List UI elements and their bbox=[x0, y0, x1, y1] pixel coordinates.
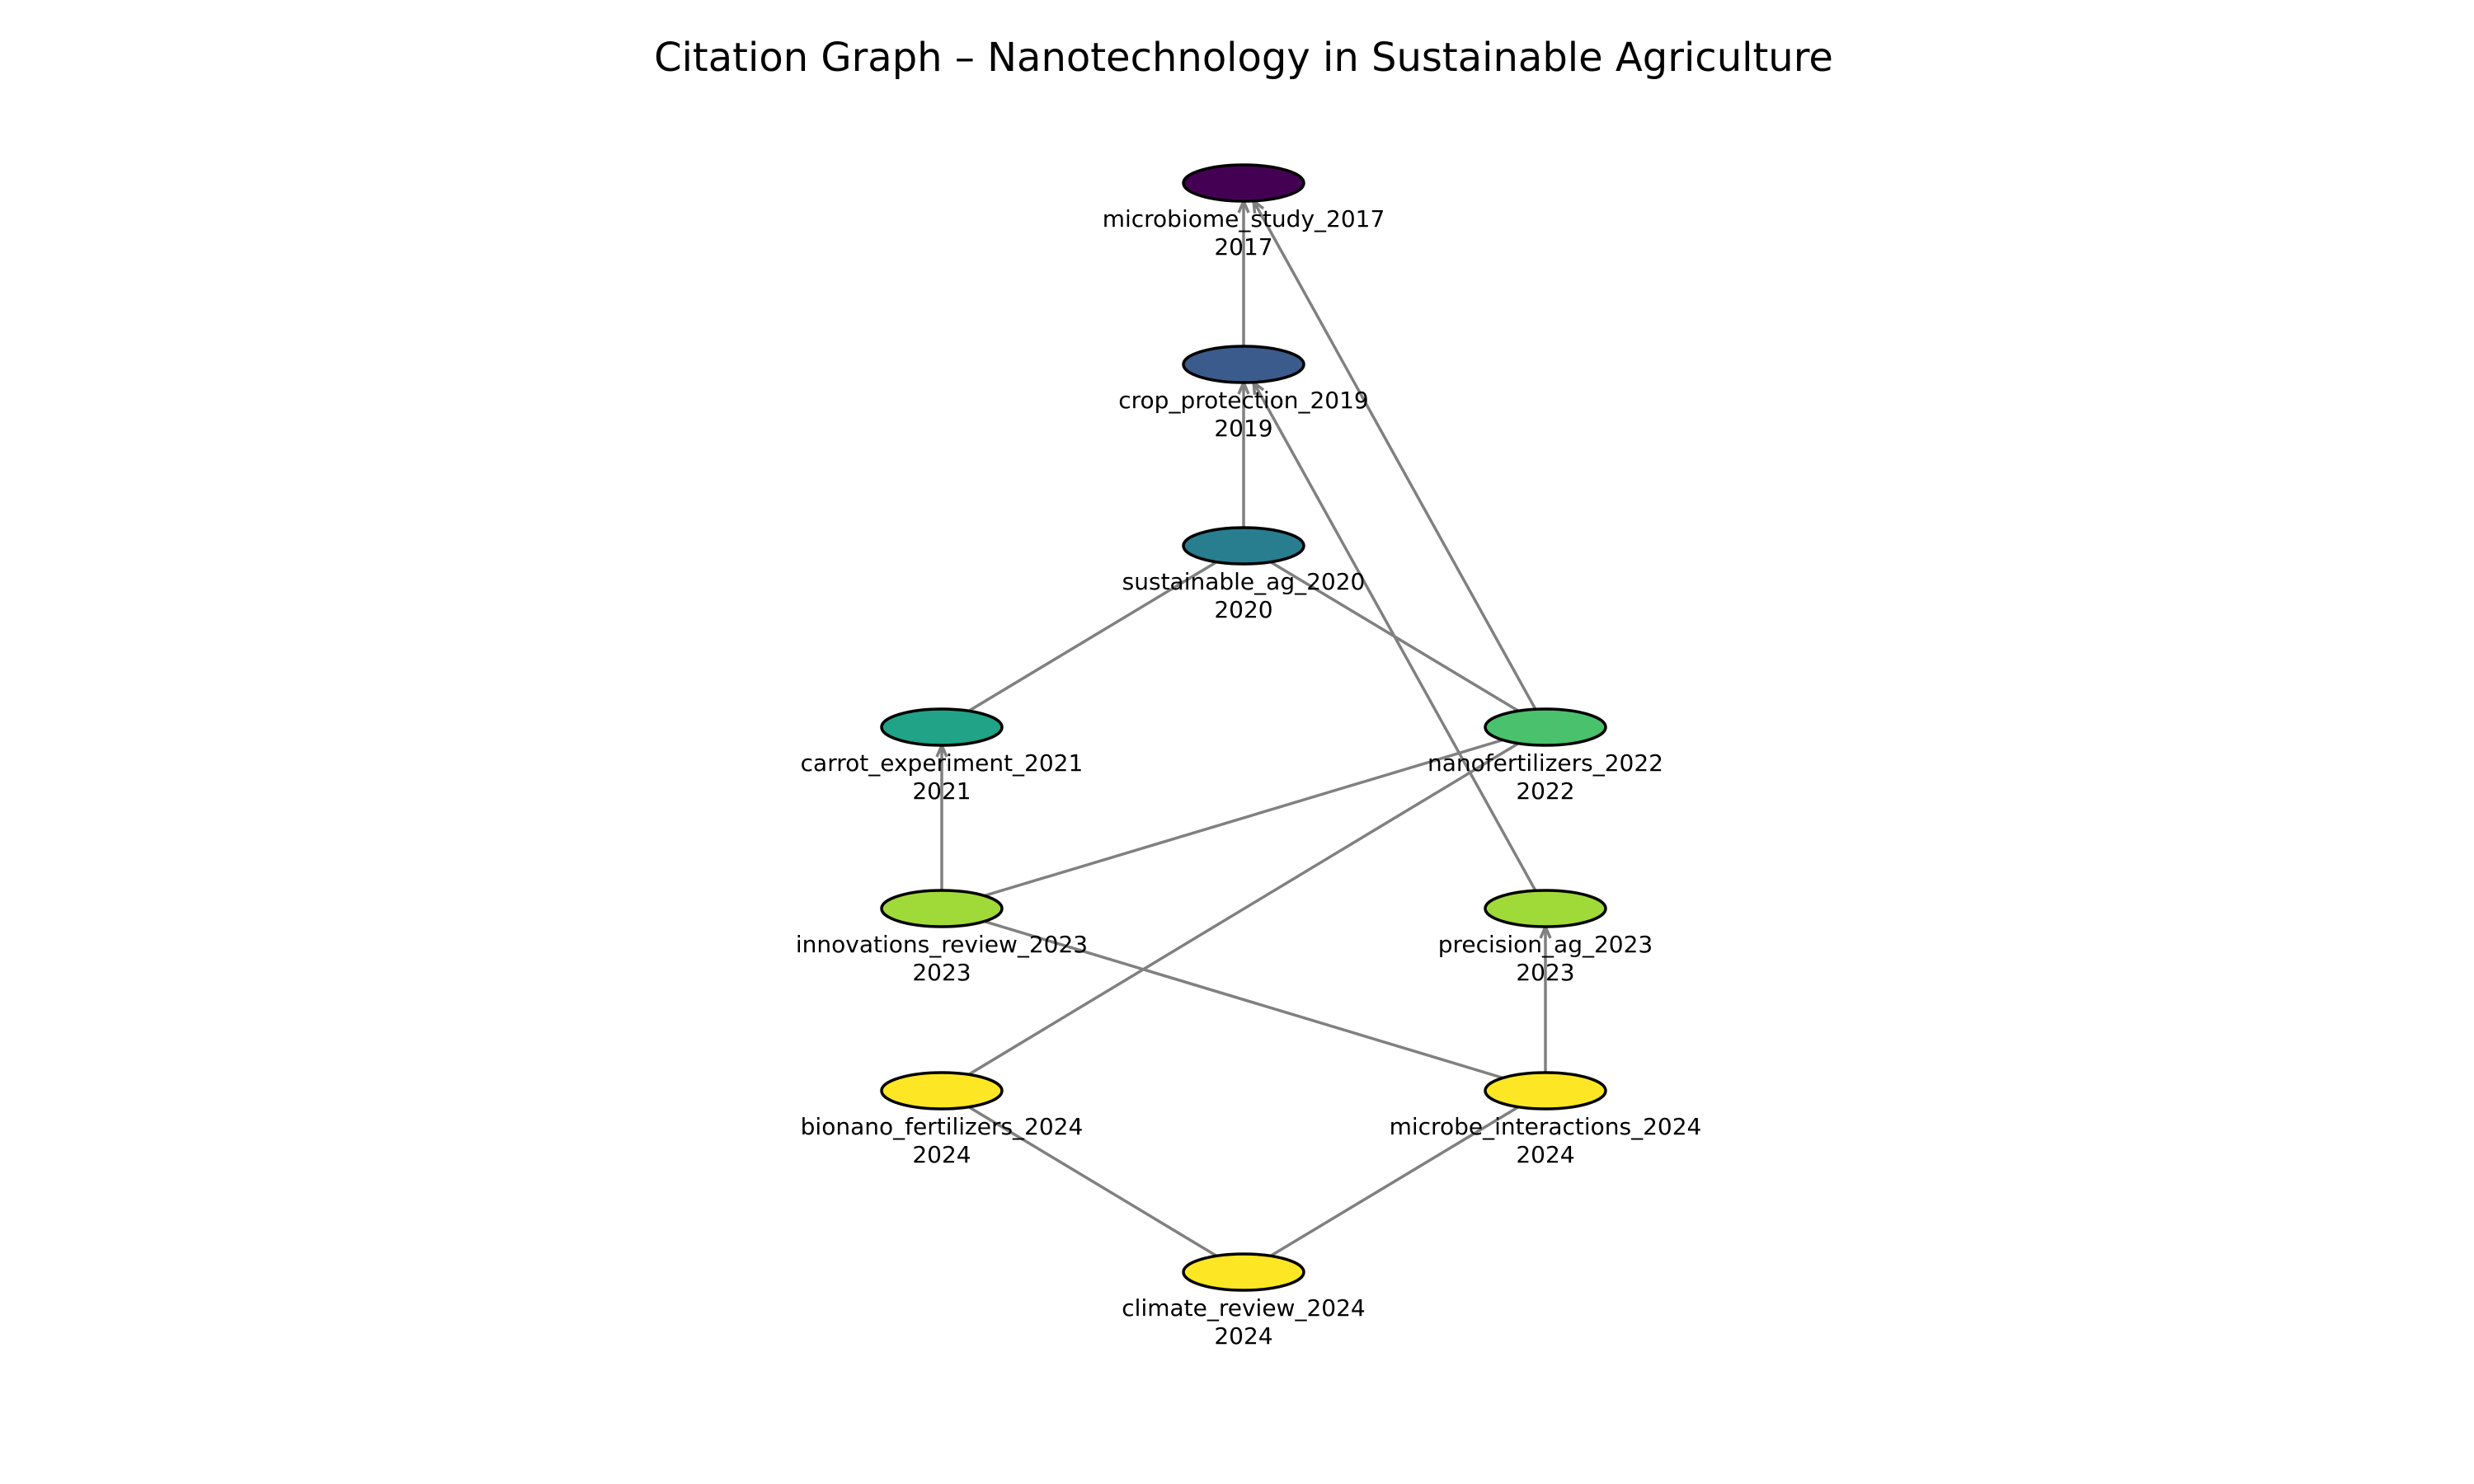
citation-edge bbox=[941, 1089, 1244, 1274]
paper-node[interactable] bbox=[1484, 889, 1607, 928]
citation-edge bbox=[941, 726, 1546, 1092]
node-label: climate_review_2024 bbox=[1122, 1294, 1365, 1322]
chart-title: Citation Graph – Nanotechnology in Susta… bbox=[654, 35, 1833, 81]
paper-node[interactable] bbox=[880, 1071, 1004, 1111]
node-year: 2023 bbox=[912, 959, 971, 986]
node-label: sustainable_ag_2020 bbox=[1122, 568, 1366, 595]
node-year: 2023 bbox=[1516, 959, 1574, 986]
citation-edge bbox=[941, 907, 1546, 1092]
node-label: microbiome_study_2017 bbox=[1103, 205, 1385, 232]
paper-node[interactable] bbox=[880, 889, 1004, 928]
edge-layer bbox=[935, 182, 1552, 1274]
node-year: 2017 bbox=[1214, 233, 1272, 261]
paper-node[interactable] bbox=[1484, 1071, 1607, 1111]
citation-edge bbox=[1242, 182, 1547, 728]
paper-node[interactable] bbox=[1182, 526, 1305, 566]
node-year: 2022 bbox=[1516, 777, 1574, 805]
node-label: microbe_interactions_2024 bbox=[1390, 1113, 1702, 1140]
node-year: 2024 bbox=[912, 1141, 971, 1168]
node-layer bbox=[880, 163, 1607, 1292]
node-label: bionano_fertilizers_2024 bbox=[801, 1113, 1084, 1140]
node-label: carrot_experiment_2021 bbox=[801, 749, 1084, 777]
citation-edge bbox=[941, 544, 1244, 729]
paper-node[interactable] bbox=[1484, 707, 1607, 747]
node-year: 2021 bbox=[912, 777, 971, 805]
paper-node[interactable] bbox=[1182, 1252, 1305, 1292]
node-label: nanofertilizers_2022 bbox=[1427, 749, 1663, 777]
node-label: innovations_review_2023 bbox=[796, 931, 1088, 958]
paper-node[interactable] bbox=[880, 707, 1004, 747]
node-year: 2024 bbox=[1214, 1322, 1272, 1350]
paper-node[interactable] bbox=[1182, 163, 1305, 203]
citation-edge bbox=[1243, 544, 1546, 729]
node-year: 2020 bbox=[1214, 596, 1272, 623]
node-year: 2019 bbox=[1214, 415, 1272, 442]
citation-edge bbox=[1243, 1089, 1546, 1274]
node-label: precision_ag_2023 bbox=[1438, 931, 1653, 958]
node-label: crop_protection_2019 bbox=[1118, 387, 1369, 414]
paper-node[interactable] bbox=[1182, 345, 1305, 384]
citation-edge bbox=[941, 726, 1546, 910]
node-year: 2024 bbox=[1516, 1141, 1574, 1168]
